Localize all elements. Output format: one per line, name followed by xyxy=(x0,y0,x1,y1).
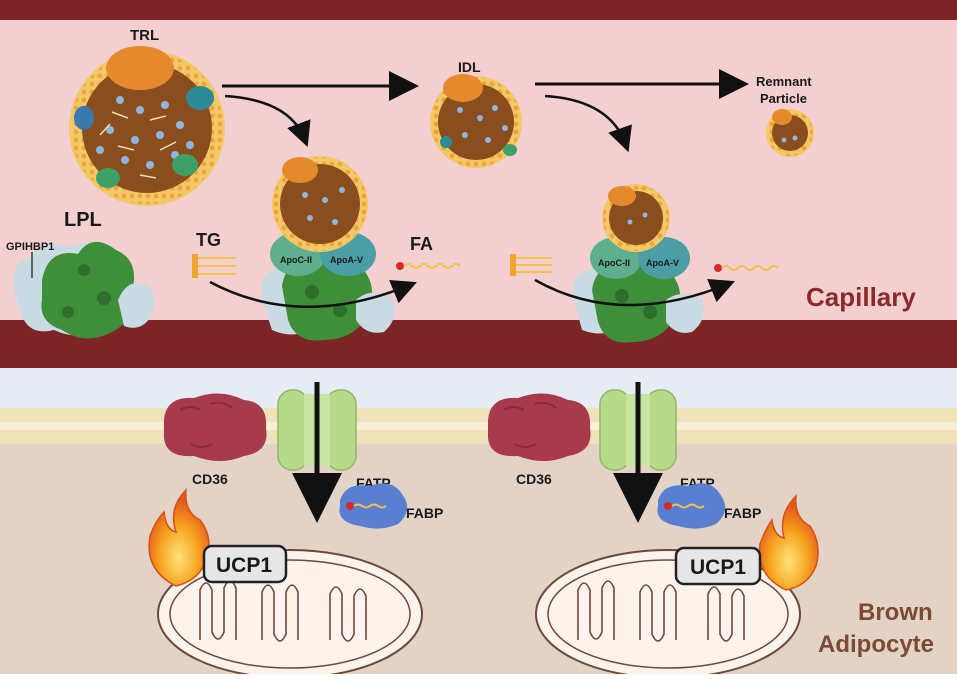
fatp-channel-icon-right xyxy=(599,389,677,471)
fa-label: FA xyxy=(410,234,433,254)
fa-molecule-icon-right xyxy=(714,264,779,272)
fabp-label-left: FABP xyxy=(406,505,443,521)
cell-membrane-mid xyxy=(0,422,957,430)
fa-molecule-icon-middle xyxy=(396,262,461,270)
cell-membrane-outer xyxy=(0,408,957,422)
remnant-label-line2: Particle xyxy=(760,91,807,106)
ucp1-box-right xyxy=(674,546,762,586)
arrow-trl-to-lpl xyxy=(224,94,311,148)
capillary-label: Capillary xyxy=(806,282,916,312)
lpl-enzyme-icon-left xyxy=(13,241,155,339)
idl-lipoprotein-icon xyxy=(430,74,522,168)
fabp-icon-right xyxy=(657,483,726,529)
cd36-icon-left xyxy=(164,393,267,461)
apoa5-label-middle: ApoA-V xyxy=(330,255,363,265)
ucp1-label-left: UCP1 xyxy=(216,554,272,577)
cd36-label-left: CD36 xyxy=(192,471,228,487)
cd36-label-right: CD36 xyxy=(516,471,552,487)
cell-membrane-inner xyxy=(0,430,957,444)
lipolysis-arrow-middle xyxy=(209,280,417,308)
trl-label: TRL xyxy=(130,27,159,44)
brown-label: Brown xyxy=(858,599,933,626)
lpl-complex-right xyxy=(572,184,704,343)
tg-label: TG xyxy=(196,230,221,250)
fabp-label-right: FABP xyxy=(724,505,761,521)
apoa5-label-right: ApoA-V xyxy=(646,258,679,268)
remnant-particle-icon xyxy=(766,109,814,157)
lpl-label: LPL xyxy=(64,209,102,231)
apoc2-label-middle: ApoC-II xyxy=(280,255,312,265)
tg-molecule-icon-middle xyxy=(192,254,236,278)
apoc2-label-right: ApoC-II xyxy=(598,258,630,268)
cd36-icon-right xyxy=(488,393,591,461)
capillary-bottom-wall xyxy=(0,320,957,368)
interstitial-space xyxy=(0,368,957,408)
adipocyte-label: Adipocyte xyxy=(818,631,934,658)
lipolysis-arrow-right xyxy=(534,278,735,307)
ucp1-box-left xyxy=(202,544,288,584)
capillary-top-wall xyxy=(0,0,957,20)
lpl-complex-middle xyxy=(260,156,395,341)
flame-icon-right xyxy=(758,494,819,591)
remnant-label-line1: Remnant xyxy=(756,74,812,89)
idl-label: IDL xyxy=(458,59,481,75)
tg-molecule-icon-right xyxy=(510,254,552,276)
gpihbp1-label: GPIHBP1 xyxy=(6,241,54,253)
trl-lipoprotein-icon xyxy=(69,46,225,206)
ucp1-label-right: UCP1 xyxy=(690,556,746,579)
arrow-idl-to-lpl xyxy=(544,94,632,153)
fabp-icon-left xyxy=(339,483,408,529)
